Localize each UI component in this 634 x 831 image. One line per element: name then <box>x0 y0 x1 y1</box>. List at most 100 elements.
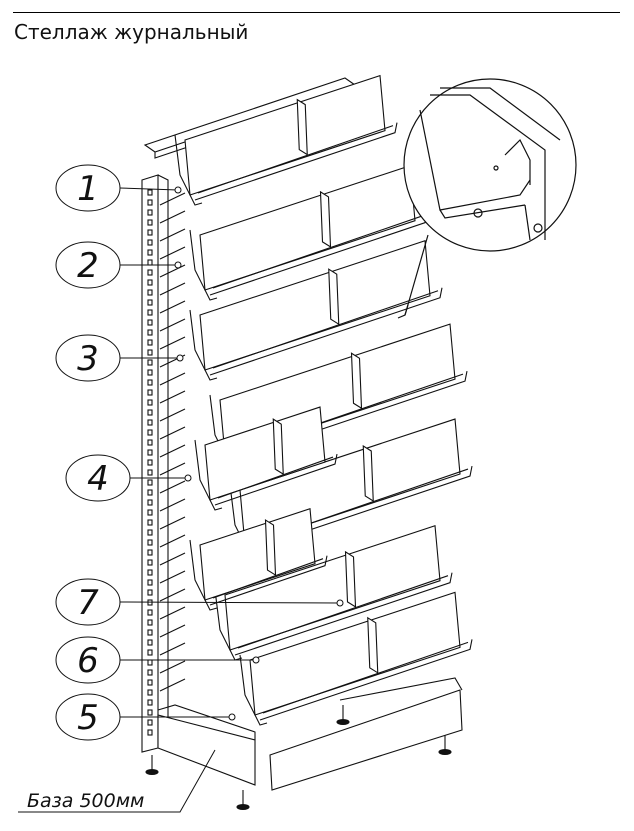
strut <box>159 534 186 548</box>
shelf-panel <box>184 74 386 196</box>
upright-slot <box>147 549 153 556</box>
leveling-foot-pad <box>336 718 350 726</box>
strut <box>159 408 186 422</box>
upright-slot <box>147 279 153 286</box>
callout-number: 1 <box>77 169 99 209</box>
upright-slot <box>147 239 153 246</box>
callout-4: 4 <box>65 454 192 502</box>
upright-slot <box>147 289 153 296</box>
magazine-rack <box>141 74 473 811</box>
upright-slot <box>147 359 153 366</box>
shelf-bracket <box>214 589 243 661</box>
upright-slot <box>147 429 153 436</box>
base-plate <box>157 714 256 786</box>
page-title: Стеллаж журнальный <box>14 20 249 44</box>
upright-slot <box>147 269 153 276</box>
strut <box>159 426 186 440</box>
upright-slot <box>147 709 153 716</box>
upright-slot <box>147 699 153 706</box>
strut <box>159 444 186 458</box>
upright-slot <box>147 219 153 226</box>
upright-slot <box>147 189 153 196</box>
callout-7: 7 <box>55 578 344 626</box>
upright-slot <box>147 529 153 536</box>
upright-slot <box>147 349 153 356</box>
base-front-plate <box>269 689 463 791</box>
shelf-panel <box>224 524 441 651</box>
divider <box>344 550 357 608</box>
strut <box>159 660 186 674</box>
upright-slot <box>147 389 153 396</box>
leveling-foot-pad <box>145 768 159 776</box>
divider <box>264 519 277 577</box>
base-top <box>157 704 256 740</box>
upright-slot <box>147 499 153 506</box>
shelf-rail <box>214 453 338 506</box>
callout-dot <box>174 186 182 194</box>
strut <box>159 606 186 620</box>
upright-slot <box>147 519 153 526</box>
upright-slot <box>147 459 153 466</box>
base-rear <box>339 677 463 701</box>
upright-slot <box>147 259 153 266</box>
upright-slot <box>147 619 153 626</box>
upright-slot <box>147 419 153 426</box>
upright-side <box>157 174 169 720</box>
callout-number: 2 <box>77 246 99 286</box>
strut <box>159 516 186 530</box>
callout-5: 5 <box>55 693 236 741</box>
callout-dot <box>252 656 260 664</box>
divider <box>319 190 332 248</box>
strut <box>159 264 186 278</box>
shelf-rail <box>234 572 453 656</box>
upright-slot <box>147 449 153 456</box>
shelf-rail <box>259 639 473 721</box>
upright-slot <box>147 309 153 316</box>
strut <box>159 480 186 494</box>
callout-number: 5 <box>77 698 99 738</box>
callout-leader <box>119 187 179 191</box>
strut <box>159 228 186 242</box>
upright-slot <box>147 669 153 676</box>
callout-number: 4 <box>87 459 109 499</box>
divider <box>367 616 379 674</box>
strut <box>159 678 186 692</box>
strut <box>159 552 186 566</box>
upright-slot <box>147 689 153 696</box>
callout-number: 6 <box>77 641 99 681</box>
leveling-foot-pad <box>236 803 250 811</box>
strut <box>159 246 186 260</box>
upright-slot <box>147 639 153 646</box>
shelf-bracket <box>174 134 203 206</box>
upright-slot <box>147 589 153 596</box>
shelf-bracket <box>189 539 218 611</box>
upright-slot <box>147 299 153 306</box>
callout-dot <box>174 261 182 269</box>
base-label: База 500мм <box>18 749 216 813</box>
upright-slot <box>147 469 153 476</box>
shelf-bracket <box>189 229 218 301</box>
shelf-rail <box>209 555 328 606</box>
upright-slot <box>147 719 153 726</box>
upright-slot <box>147 379 153 386</box>
upright-slot <box>147 399 153 406</box>
shelf-panel <box>249 591 461 716</box>
strut <box>159 336 186 350</box>
strut <box>159 642 186 656</box>
callout-2: 2 <box>55 241 182 289</box>
divider <box>272 418 284 476</box>
upright-slot <box>147 439 153 446</box>
shelf-bracket <box>194 439 223 511</box>
upright-slot <box>147 329 153 336</box>
strut <box>159 318 186 332</box>
upright-slot <box>147 409 153 416</box>
upright-slot <box>147 229 153 236</box>
upright-slot <box>147 659 153 666</box>
base-label-text: База 500мм <box>27 790 144 812</box>
shelf-panel <box>204 406 326 501</box>
upright-slot <box>147 559 153 566</box>
strut <box>159 462 186 476</box>
strut <box>159 372 186 386</box>
divider <box>296 98 308 156</box>
upright-slot <box>147 199 153 206</box>
